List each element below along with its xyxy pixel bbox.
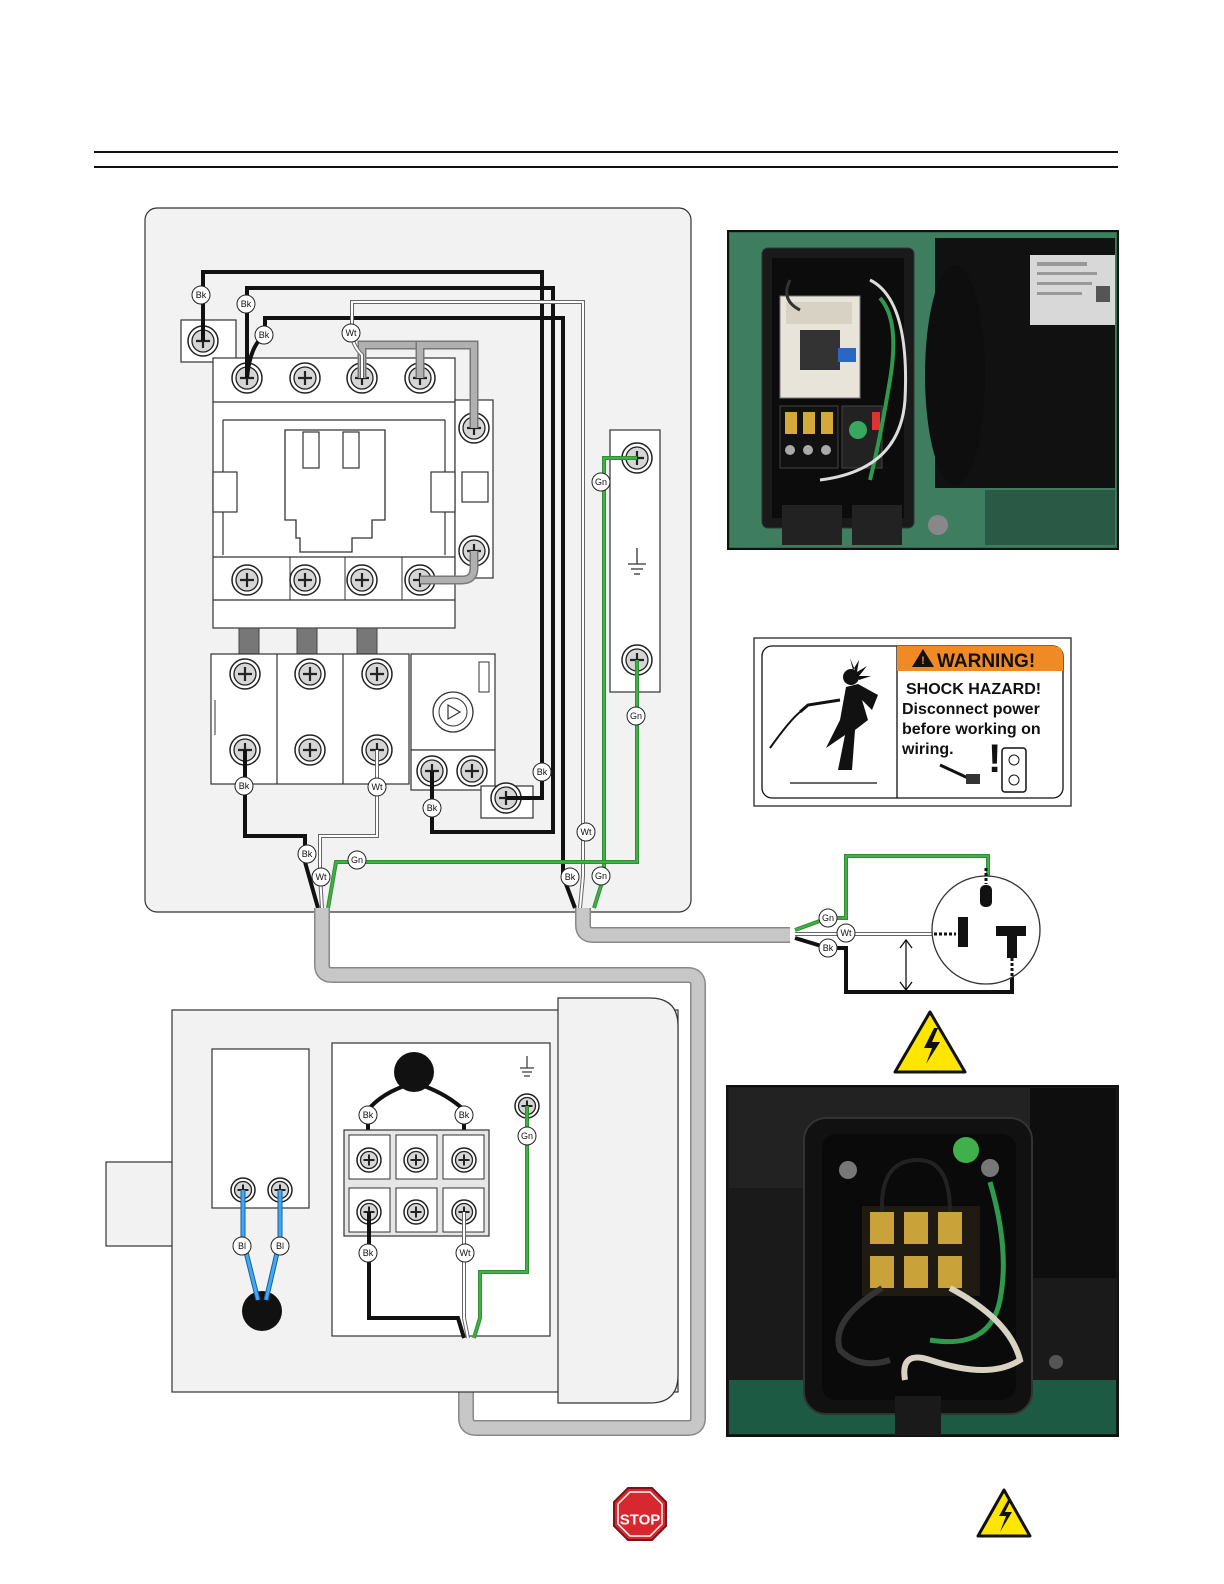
motor-junction-photo xyxy=(727,1086,1118,1436)
svg-text:Bk: Bk xyxy=(459,1110,470,1120)
svg-text:Bk: Bk xyxy=(302,849,313,859)
lightning-hazard-icon xyxy=(895,1012,965,1072)
svg-text:Wt: Wt xyxy=(581,827,592,837)
svg-text:Bk: Bk xyxy=(363,1110,374,1120)
svg-text:Bk: Bk xyxy=(196,290,207,300)
svg-text:Bl: Bl xyxy=(238,1241,246,1251)
svg-text:Bk: Bk xyxy=(241,299,252,309)
warning-line3: before working on xyxy=(902,721,1041,738)
header-rule xyxy=(94,152,1118,167)
svg-text:!: ! xyxy=(921,655,925,667)
warning-header: WARNING! xyxy=(937,651,1035,672)
stop-sign-icon: STOP xyxy=(614,1488,666,1540)
svg-text:Bk: Bk xyxy=(363,1248,374,1258)
svg-text:Wt: Wt xyxy=(372,782,383,792)
svg-text:Bl: Bl xyxy=(276,1241,284,1251)
warning-line1: SHOCK HAZARD! xyxy=(906,681,1041,698)
svg-text:Wt: Wt xyxy=(346,328,357,338)
svg-text:!: ! xyxy=(988,737,1001,781)
warning-line4: wiring. xyxy=(901,741,954,758)
outlet-icon xyxy=(1002,748,1026,792)
svg-text:Bk: Bk xyxy=(239,781,250,791)
svg-text:Gn: Gn xyxy=(595,871,607,881)
warning-line2: Disconnect power xyxy=(902,701,1040,718)
svg-text:Bk: Bk xyxy=(823,943,834,953)
svg-text:Bk: Bk xyxy=(537,767,548,777)
capacitor xyxy=(242,1291,282,1331)
control-box-photo xyxy=(728,231,1118,549)
plug-face xyxy=(932,868,1040,984)
svg-text:Gn: Gn xyxy=(521,1131,533,1141)
svg-text:Bk: Bk xyxy=(565,872,576,882)
svg-text:Gn: Gn xyxy=(630,711,642,721)
svg-text:Gn: Gn xyxy=(351,855,363,865)
svg-text:Wt: Wt xyxy=(460,1248,471,1258)
svg-text:Bk: Bk xyxy=(259,330,270,340)
shock-warning-label: ! WARNING! SHOCK HAZARD! Disconnect powe… xyxy=(754,638,1071,806)
svg-text:STOP: STOP xyxy=(620,1512,661,1529)
svg-text:Gn: Gn xyxy=(822,913,834,923)
svg-text:Wt: Wt xyxy=(316,872,327,882)
svg-text:Bk: Bk xyxy=(427,803,438,813)
svg-text:Wt: Wt xyxy=(841,928,852,938)
lightning-hazard-icon xyxy=(978,1490,1030,1536)
svg-text:Gn: Gn xyxy=(595,477,607,487)
